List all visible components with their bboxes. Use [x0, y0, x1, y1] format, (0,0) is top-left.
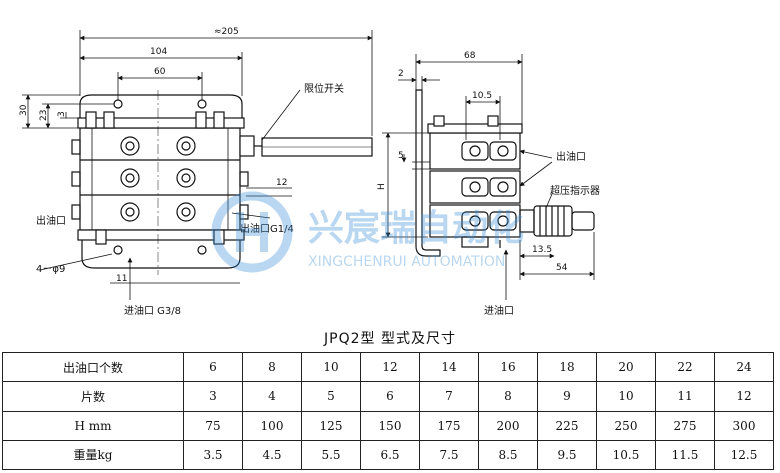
table-cell: 8.5: [478, 439, 538, 471]
table-cell: 100: [242, 410, 302, 441]
table-cell: 3: [183, 381, 243, 412]
front-top-bracket: [79, 94, 243, 118]
dim-104: 104: [150, 47, 167, 57]
table-cell: 7.5: [419, 439, 479, 471]
table-cell: 10: [596, 381, 656, 412]
row-header: 重量kg: [2, 439, 184, 471]
dim-12: 12: [276, 178, 287, 188]
table-cell: 24: [714, 351, 774, 383]
side-dimensions: [382, 54, 595, 300]
table-cell: 6: [183, 351, 243, 383]
table-cell: 9: [537, 381, 597, 412]
table-cell: 22: [655, 351, 715, 383]
label-inlet-front: 进油口 G3/8: [124, 304, 181, 317]
table-cell: 11: [655, 381, 715, 412]
dim-total: ≈205: [214, 27, 239, 37]
table-cell: 5: [301, 381, 361, 412]
table-cell: 125: [301, 410, 361, 441]
dim-3: 3: [57, 111, 67, 117]
row-header: 出油口个数: [2, 351, 184, 383]
table-cell: 3.5: [183, 439, 243, 471]
side-block-2: [429, 170, 521, 204]
table-cell: 75: [183, 410, 243, 441]
overpressure-indicator: [519, 205, 595, 237]
side-bracket: [415, 89, 441, 257]
dim-68: 68: [464, 51, 476, 61]
table-cell: 300: [714, 410, 774, 441]
dim-H: H: [377, 183, 387, 190]
watermark-en: XINGCHENRUI AUTOMATION: [308, 254, 505, 270]
label-inlet-side: 进油口: [484, 304, 514, 317]
side-block-1: [429, 132, 521, 170]
table-cell: 275: [655, 410, 715, 441]
table-cell: 20: [596, 351, 656, 383]
label-limit-switch: 限位开关: [304, 82, 344, 95]
dim-13-5: 13.5: [532, 245, 552, 255]
table-cell: 225: [537, 410, 597, 441]
dim-5: 5: [398, 151, 404, 161]
row-header: 片数: [2, 381, 184, 412]
front-bottom-bracket: [81, 240, 241, 269]
table-cell: 8: [242, 351, 302, 383]
table-cell: 7: [419, 381, 479, 412]
table-cell: 200: [478, 410, 538, 441]
table-cell: 6: [360, 381, 420, 412]
label-overpressure: 超压指示器: [550, 184, 600, 197]
side-outlet-ports: [461, 141, 517, 231]
dim-30: 30: [19, 104, 29, 116]
side-dimension-labels: 68 2 10.5 5 H 13.5 54 出油口 超压指示器 进油口: [377, 51, 600, 317]
row-header: H mm: [2, 410, 184, 441]
table-cell: 150: [360, 410, 420, 441]
watermark-cn: 兴宸瑞自动化: [308, 208, 524, 249]
table-cell: 12.5: [714, 439, 774, 471]
limit-switch: [239, 135, 373, 157]
front-dimension-labels: ≈205 104 60 30 23 3 12 11 限位开关 出油口 出油口G1…: [19, 27, 344, 317]
watermark: 兴宸瑞自动化 XINGCHENRUI AUTOMATION: [211, 191, 524, 273]
dim-60: 60: [154, 67, 166, 77]
dim-10-5: 10.5: [472, 91, 492, 101]
table-cell: 8: [478, 381, 538, 412]
table-cell: 14: [419, 351, 479, 383]
side-view: [415, 89, 595, 257]
table-cell: 5.5: [301, 439, 361, 471]
front-outlet-ports: [120, 136, 196, 222]
label-outlet-side: 出油口: [556, 150, 586, 163]
dim-23: 23: [39, 110, 49, 121]
dim-2: 2: [398, 69, 404, 79]
table-cell: 10: [301, 351, 361, 383]
dim-54: 54: [556, 263, 568, 273]
dim-11: 11: [116, 274, 127, 284]
watermark-logo: [211, 191, 293, 273]
table-cell: 12: [360, 351, 420, 383]
table-cell: 12: [714, 381, 774, 412]
front-bolts: [85, 111, 225, 245]
table-cell: 10.5: [596, 439, 656, 471]
front-dimensions: [22, 30, 373, 300]
table-cell: 9.5: [537, 439, 597, 471]
label-outlet-g: 出油口G1/4: [240, 222, 294, 235]
table-cell: 175: [419, 410, 479, 441]
label-outlet-left: 出油口: [36, 214, 66, 227]
table-cell: 11.5: [655, 439, 715, 471]
table-cell: 4.5: [242, 439, 302, 471]
drawing-caption: JPQ2型 型式及尺寸: [324, 331, 456, 347]
label-holes: 4－φ9: [36, 264, 65, 275]
technical-drawing: ≈205 104 60 30 23 3 12 11 限位开关 出油口 出油口G1…: [19, 27, 600, 317]
table-cell: 250: [596, 410, 656, 441]
table-cell: 16: [478, 351, 538, 383]
table-cell: 18: [537, 351, 597, 383]
table-cell: 4: [242, 381, 302, 412]
table-cell: 6.5: [360, 439, 420, 471]
